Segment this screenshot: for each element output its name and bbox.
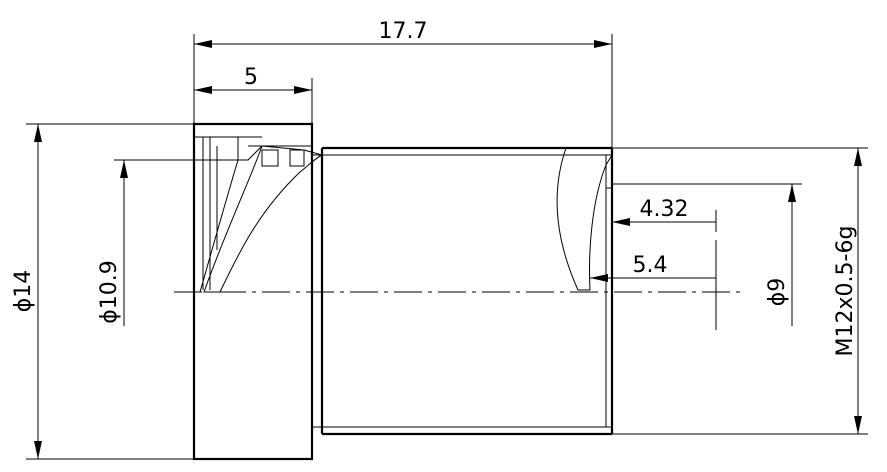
body-breakout-edge [605, 165, 612, 189]
dim-inner-diameter: ϕ10.9 [97, 159, 248, 326]
body-breakout [556, 147, 613, 291]
head-section [193, 123, 313, 161]
groove-ring [289, 149, 305, 167]
dim-bore-depth-b: 5.4 [590, 240, 717, 330]
head-breakout-edge [199, 159, 239, 293]
head-breakout [203, 145, 324, 293]
dim-bore-diameter-label: ϕ9 [765, 278, 790, 307]
dim-bore-depth-b-label: 5.4 [633, 253, 668, 278]
dim-bore-depth-a-label: 4.32 [640, 197, 689, 222]
dim-head-length-label: 5 [244, 65, 258, 90]
dim-bore-diameter: ϕ9 [612, 183, 802, 326]
dim-bore-depth-a: 4.32 [612, 197, 717, 232]
dim-thread-label: M12x0.5-6g [833, 226, 858, 357]
dim-head-diameter-label: ϕ14 [11, 270, 36, 313]
dim-head-length: 5 [194, 65, 313, 124]
dim-overall-length: 17.7 [193, 19, 613, 148]
dim-overall-length-label: 17.7 [379, 19, 428, 44]
dim-inner-diameter-label: ϕ10.9 [97, 260, 122, 324]
groove-ring [261, 149, 279, 167]
dim-head-diameter: ϕ14 [11, 123, 194, 460]
section-hatching [193, 123, 613, 293]
dim-thread: M12x0.5-6g [612, 147, 868, 435]
